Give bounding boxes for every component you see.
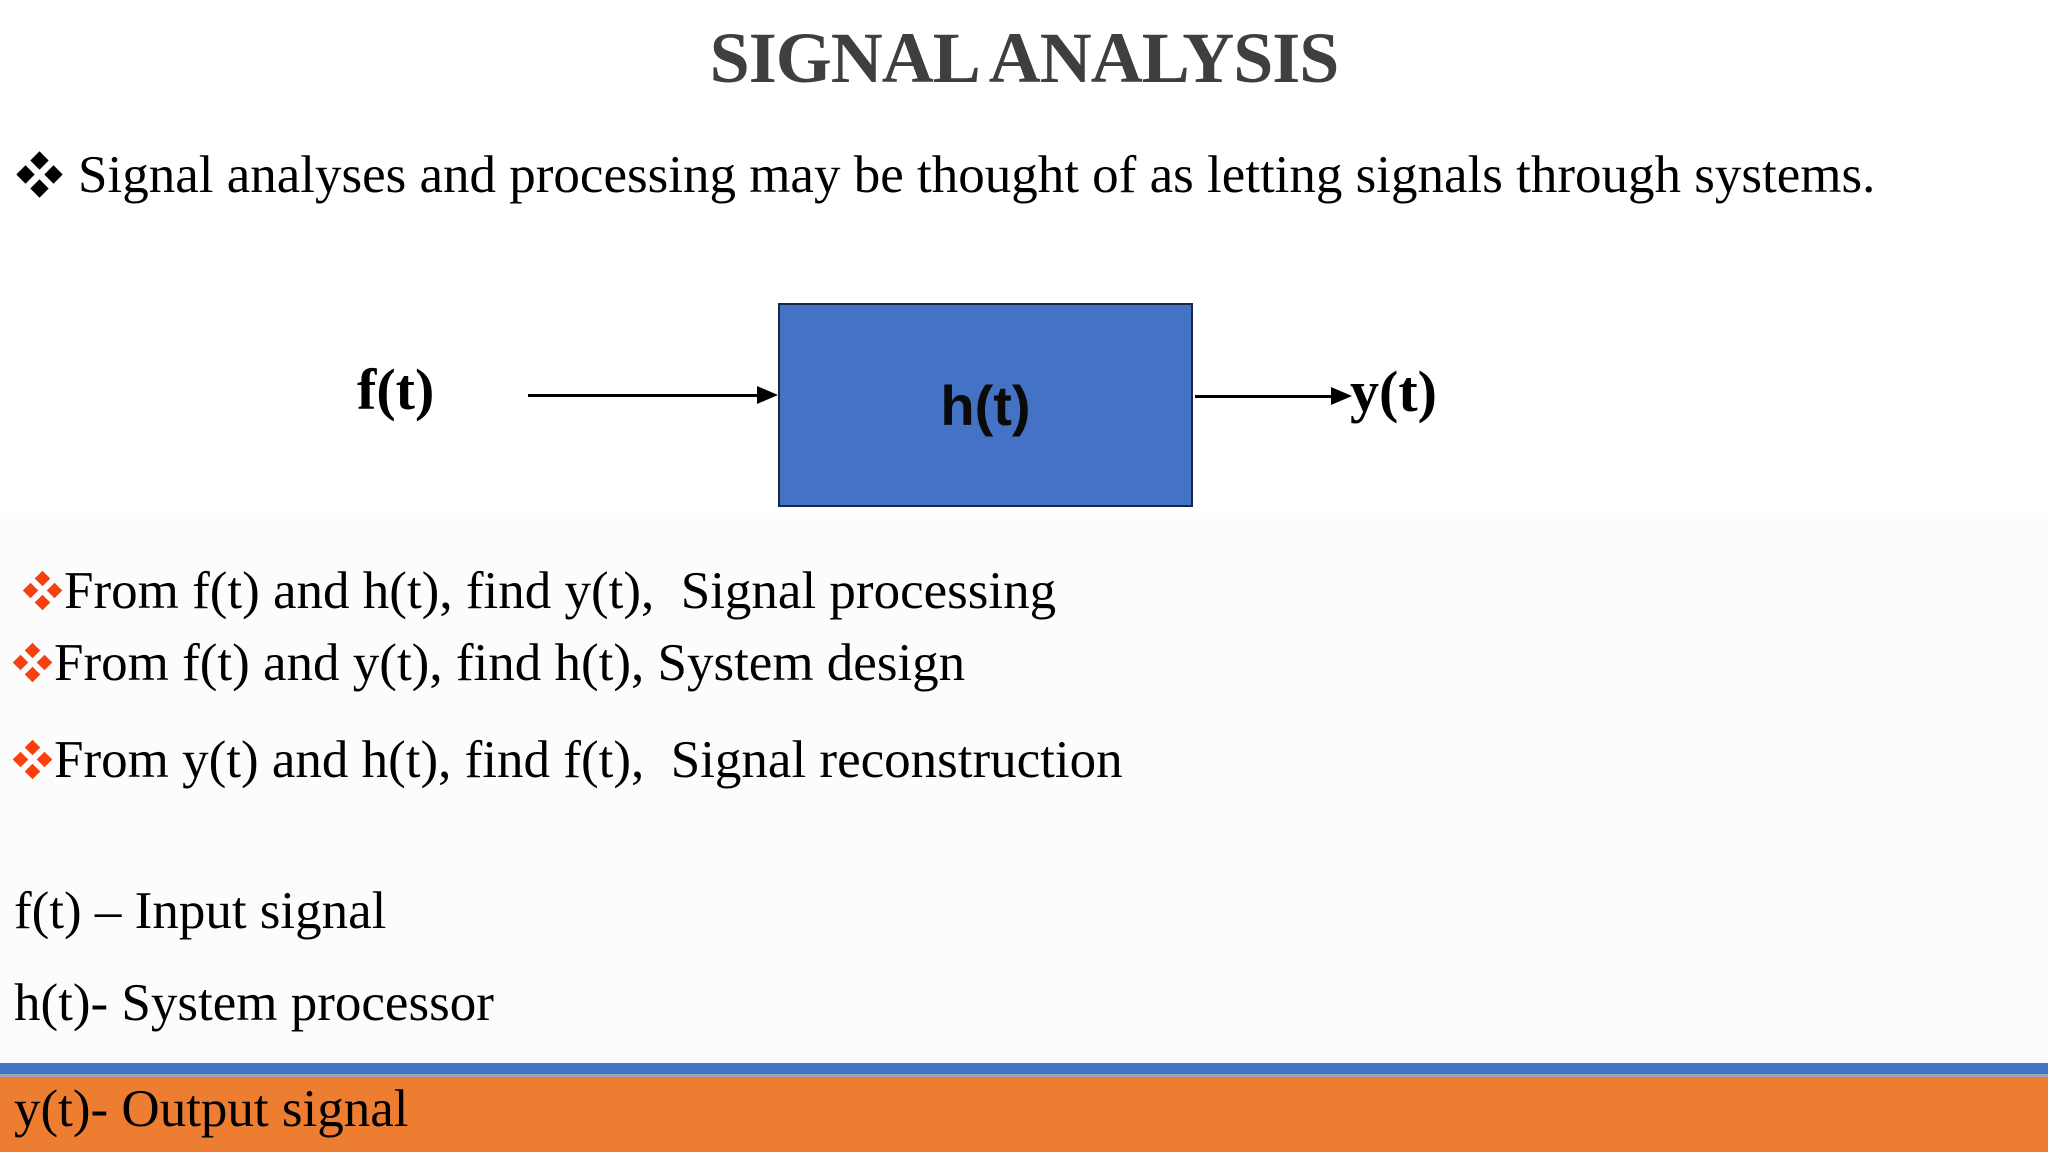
bullet-text: From f(t) and y(t), find h(t), System de… — [54, 634, 966, 692]
output-signal-label: y(t) — [1350, 359, 1437, 424]
diamond-bullet-icon — [24, 573, 60, 609]
system-block-label: h(t) — [940, 373, 1031, 437]
bullet-item-signal-reconstruction: From y(t) and h(t), find f(t), Signal re… — [14, 727, 1123, 793]
bullet-text: From y(t) and h(t), find f(t), Signal re… — [54, 731, 1123, 789]
slide-title: SIGNAL ANALYSIS — [709, 18, 1340, 98]
bullet-text: From f(t) and h(t), find y(t), Signal pr… — [64, 562, 1057, 620]
bullet-item-system-design: From f(t) and y(t), find h(t), System de… — [14, 630, 965, 696]
diamond-bullet-icon — [18, 154, 60, 196]
output-arrowhead-icon — [1331, 387, 1352, 405]
diamond-bullet-icon — [14, 645, 50, 681]
footer-blue-stripe — [0, 1063, 2048, 1074]
system-block: h(t) — [778, 303, 1193, 507]
definition-text: f(t) – Input signal — [14, 882, 387, 940]
footer-orange-bar — [0, 1077, 2048, 1152]
definition-system-processor: h(t)- System processor — [14, 970, 494, 1036]
content-placeholder-background — [0, 513, 2048, 1063]
footer-divider-line — [0, 1074, 2048, 1077]
definition-text: h(t)- System processor — [14, 974, 494, 1032]
input-arrow — [528, 394, 760, 397]
output-arrow — [1195, 395, 1333, 398]
input-arrowhead-icon — [757, 386, 778, 404]
definition-input-signal: f(t) – Input signal — [14, 878, 386, 944]
intro-bullet-line: Signal analyses and processing may be th… — [18, 142, 1875, 208]
intro-bullet-text: Signal analyses and processing may be th… — [78, 146, 1876, 204]
input-signal-label: f(t) — [357, 357, 435, 422]
diamond-bullet-icon — [14, 742, 50, 778]
definition-output-signal: y(t)- Output signal — [14, 1080, 409, 1138]
bullet-item-signal-processing: From f(t) and h(t), find y(t), Signal pr… — [24, 558, 1056, 624]
